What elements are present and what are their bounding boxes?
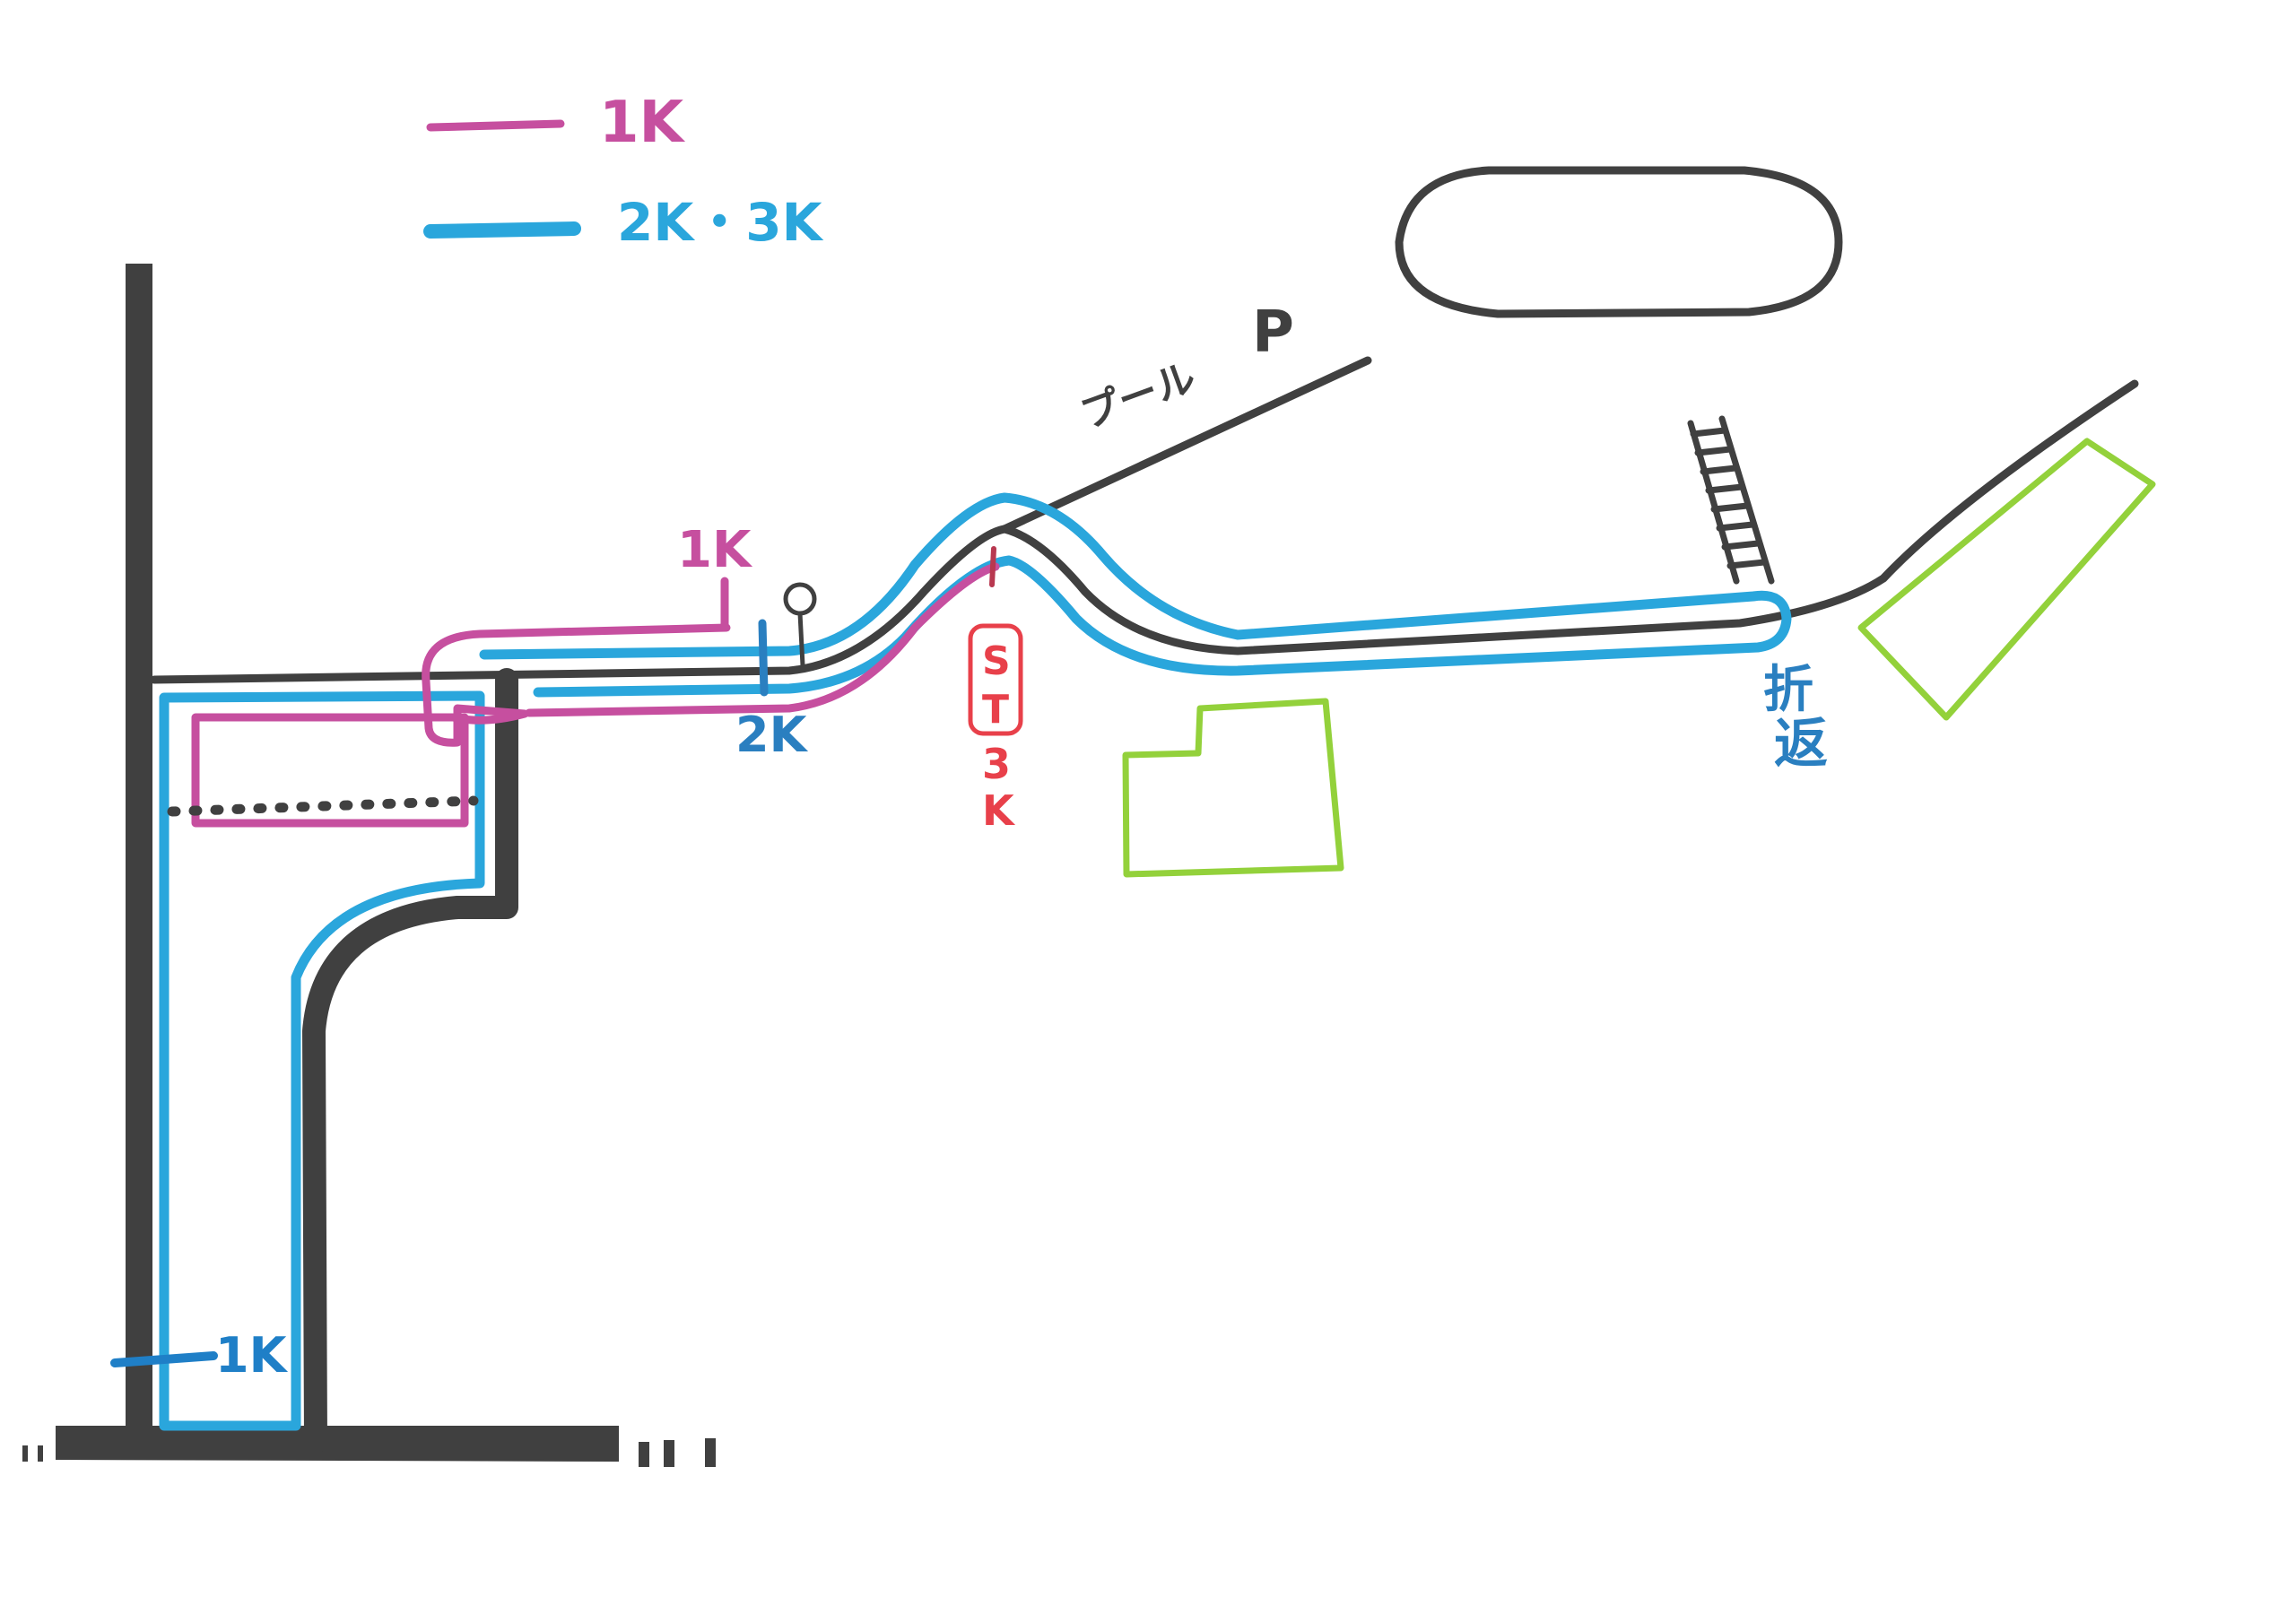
pin-icon — [783, 582, 817, 666]
stairs — [1687, 415, 1775, 585]
legend-swatch-1k — [426, 119, 565, 132]
legend-swatch-2k3k — [423, 221, 581, 239]
markers — [110, 546, 1023, 1367]
route-2k3k-left-loop — [159, 690, 485, 1431]
route-1k-box — [191, 713, 469, 828]
label-1k-bottom: 1K — [215, 1327, 289, 1384]
track-oval — [1395, 166, 1843, 318]
area-building-center — [1122, 698, 1344, 878]
label-turnaround-1: 折 — [1763, 661, 1813, 719]
labels: プール P 1K 2K S T 3 K 折 返 1K — [215, 299, 1828, 1384]
label-parking: P — [1252, 299, 1294, 366]
legend-label-1k: 1K — [599, 90, 686, 156]
start-box — [968, 623, 1023, 736]
marker-1k-bottom-bar — [110, 1351, 218, 1367]
label-turnaround-2: 返 — [1774, 713, 1828, 776]
label-start-k: K — [982, 786, 1016, 835]
road-main — [150, 379, 2139, 684]
legend-label-2k3k: 2K・3K — [617, 192, 824, 253]
dotted-boundary — [167, 795, 479, 817]
label-start-3: 3 — [982, 740, 1011, 788]
road-pool — [1000, 356, 1372, 534]
route-1k-main — [422, 562, 1000, 747]
label-2k: 2K — [735, 707, 809, 763]
roads — [22, 166, 2139, 1467]
road-bottom — [56, 1426, 619, 1462]
road-left-vertical — [126, 264, 152, 1438]
label-start-t: T — [982, 687, 1009, 733]
route-1k — [191, 562, 1000, 828]
green-areas — [1122, 438, 2156, 878]
label-start-s: S — [982, 638, 1011, 684]
road-bottom-dashes — [22, 1438, 716, 1467]
start-tick — [989, 546, 996, 587]
marker-2k-bar — [758, 619, 769, 697]
label-1k-top: 1K — [677, 521, 753, 579]
road-inner-l — [302, 668, 518, 1454]
legend: 1K 2K・3K — [423, 90, 824, 253]
area-right-parallelogram — [1857, 438, 2156, 721]
label-pool: プール — [1074, 354, 1201, 438]
